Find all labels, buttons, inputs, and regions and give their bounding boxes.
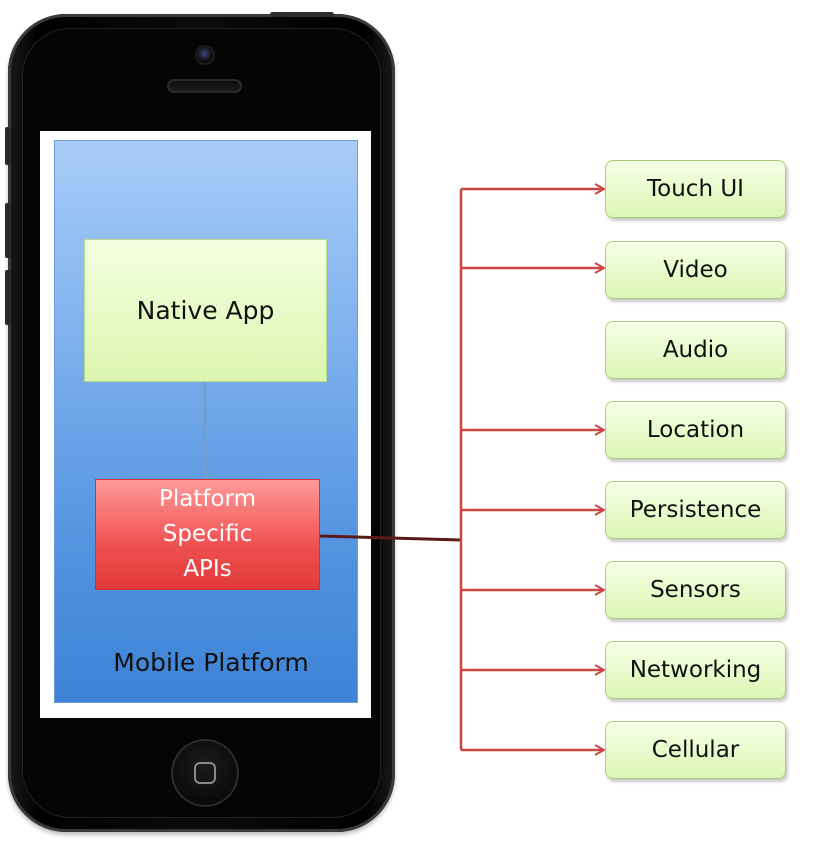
volume-down-button (5, 270, 11, 325)
capability-persistence: Persistence (605, 481, 786, 539)
volume-up-button (5, 203, 11, 258)
api-to-trunk-line (319, 534, 462, 542)
capability-label: Networking (629, 657, 762, 683)
native-app-box: Native App (84, 239, 327, 382)
capability-label: Sensors (650, 577, 741, 603)
capability-label: Video (663, 257, 728, 283)
capability-label: Location (646, 417, 745, 443)
capability-sensors: Sensors (605, 561, 786, 619)
capability-label: Persistence (629, 497, 762, 523)
mute-switch (5, 127, 11, 165)
capability-touch-ui: Touch UI (605, 160, 786, 218)
capability-video: Video (605, 241, 786, 299)
platform-specific-apis-box: Platform Specific APIs (95, 479, 320, 590)
capability-cellular: Cellular (605, 721, 786, 779)
power-button (270, 12, 334, 17)
api-label-line1: Platform (159, 486, 256, 512)
front-camera-icon (197, 47, 213, 63)
api-label-line2: Specific (162, 521, 253, 547)
capability-location: Location (605, 401, 786, 459)
api-label-line3: APIs (183, 556, 232, 582)
mobile-platform-label: Mobile Platform (113, 648, 309, 677)
capability-label: Audio (662, 337, 729, 363)
native-app-label: Native App (136, 296, 275, 325)
home-button (171, 739, 239, 807)
capability-label: Cellular (651, 737, 740, 763)
earpiece-speaker (167, 79, 242, 93)
capability-audio: Audio (605, 321, 786, 379)
capability-label: Touch UI (647, 176, 744, 202)
home-square-icon (194, 762, 216, 784)
capability-networking: Networking (605, 641, 786, 699)
